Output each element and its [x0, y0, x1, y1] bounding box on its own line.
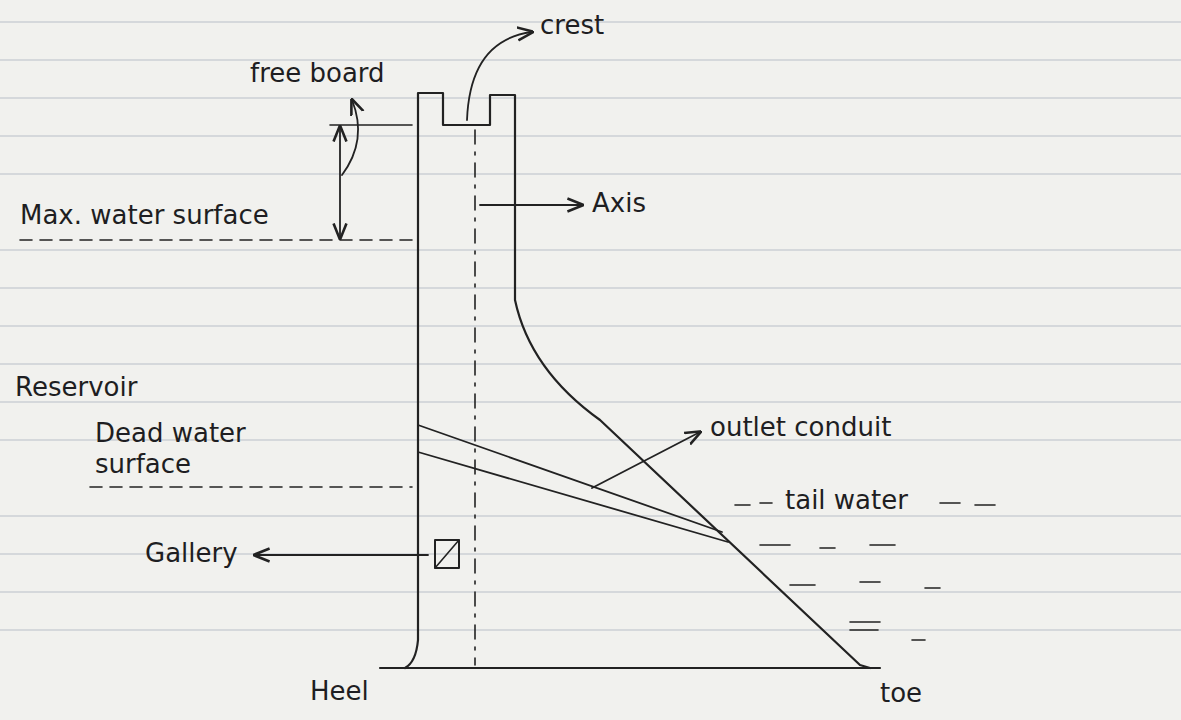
part-label: Reservoir: [15, 372, 137, 403]
tail-water-marks: [735, 503, 995, 640]
dead-water-line: [90, 486, 412, 488]
gallery-box: [435, 540, 459, 568]
part-label: Axis: [592, 188, 646, 219]
part-label: crest: [540, 10, 604, 41]
dam-axis: [474, 130, 476, 665]
part-label: free board: [250, 58, 385, 89]
freeboard-dimension: [339, 127, 341, 238]
freeboard-tick: [330, 124, 412, 126]
part-label: tail water: [785, 485, 908, 516]
part-label: Gallery: [145, 538, 238, 569]
level-label: Max. water surface: [20, 200, 269, 231]
freeboard-arrow: [342, 100, 358, 175]
axis-arrow: [480, 204, 582, 206]
part-label: Heel: [310, 676, 369, 707]
max-water-line: [20, 239, 412, 241]
outlet-conduit-top: [418, 425, 722, 532]
paper-lines: [0, 22, 1181, 630]
part-label: toe: [880, 678, 922, 709]
ground-line: [380, 667, 880, 669]
outlet-arrow: [592, 432, 700, 488]
crest-arrow: [467, 32, 532, 120]
gallery-hatch: [435, 540, 459, 568]
gallery-arrow: [255, 554, 428, 556]
outlet-conduit-bottom: [418, 452, 728, 542]
level-label: Dead water surface: [95, 418, 270, 480]
dam-outline: [405, 93, 870, 668]
part-label: outlet conduit: [710, 412, 891, 443]
